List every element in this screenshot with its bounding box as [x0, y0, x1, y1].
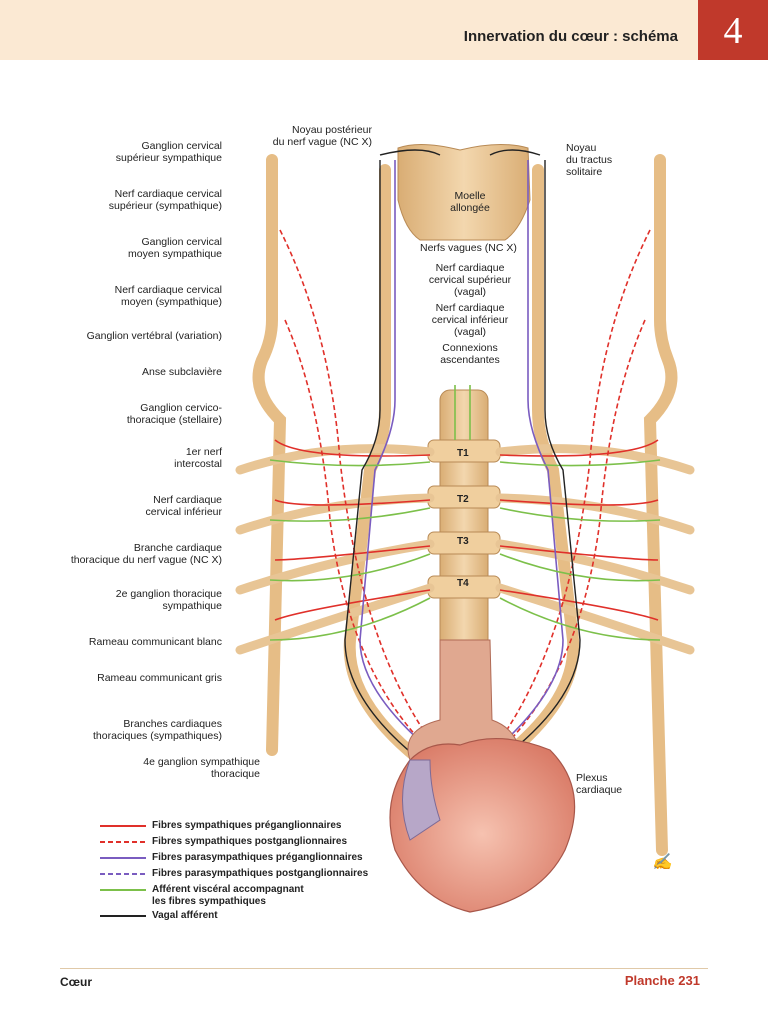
sympathetic-preganglionic-fibres [274, 439, 659, 621]
footer-section: Cœur [60, 975, 92, 989]
medulla-oblongata [397, 143, 531, 241]
legend-swatch [100, 825, 146, 827]
label-anse-subclaviere: Anse subclavière [142, 366, 222, 378]
afferent-fibres [269, 385, 661, 641]
label-nerfs-vagues: Nerfs vagues (NC X) [420, 242, 517, 254]
legend-swatch [100, 915, 146, 917]
legend-label: Vagal afférent [152, 910, 218, 921]
label-rameau-blanc: Rameau communicant blanc [88, 636, 222, 648]
legend-swatch [100, 841, 146, 843]
vertebra-label-t4: T4 [457, 578, 469, 589]
label-ganglion-stellaire: Ganglion cervico-thoracique (stellaire) [126, 402, 222, 426]
heart [389, 738, 576, 913]
footer-divider [60, 968, 708, 969]
spinal-cord [427, 389, 501, 651]
label-ganglion-vertebral: Ganglion vertébral (variation) [86, 330, 222, 342]
legend-label: Fibres parasympathiques postganglionnair… [152, 868, 369, 879]
legend-item: Fibres parasympathiques postganglionnair… [100, 868, 368, 884]
legend-item: Fibres sympathiques postganglionnaires [100, 836, 368, 852]
vertebra-label-t3: T3 [457, 536, 469, 547]
sympathetic-trunks [252, 154, 678, 856]
legend-item: Vagal afférent [100, 910, 368, 926]
cardiac-innervation-illustration [235, 143, 695, 913]
page-header: Innervation du cœur : schéma [0, 0, 768, 60]
footer-plate: Planche 231 [624, 973, 700, 988]
vertebra-label-t2: T2 [457, 494, 469, 505]
legend-label: Fibres sympathiques préganglionnaires [152, 820, 342, 831]
legend-item: Fibres parasympathiques préganglionnaire… [100, 852, 368, 868]
vertebra-label-t1: T1 [457, 448, 469, 459]
legend-label: Fibres parasympathiques préganglionnaire… [152, 852, 363, 863]
legend-swatch [100, 889, 146, 891]
legend: Fibres sympathiques préganglionnaires Fi… [100, 820, 368, 926]
legend-swatch [100, 873, 146, 875]
parasympathetic-fibres [359, 160, 564, 751]
plate-number-badge: 4 [698, 0, 768, 60]
page-title: Innervation du cœur : schéma [463, 28, 678, 45]
legend-label: Fibres sympathiques postganglionnaires [152, 836, 348, 847]
legend-swatch [100, 857, 146, 859]
legend-item: Fibres sympathiques préganglionnaires [100, 820, 368, 836]
artist-signature: ✍ [652, 854, 672, 871]
label-rameau-gris: Rameau communicant gris [97, 672, 222, 684]
vagal-afferent-fibres [344, 149, 581, 761]
